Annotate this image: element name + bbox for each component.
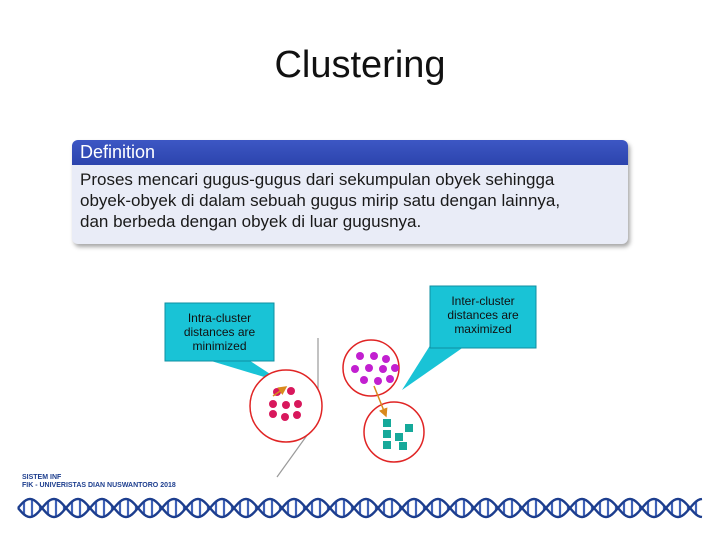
cluster-point (282, 401, 290, 409)
definition-line-3: dan berbeda dengan obyek di luar gugusny… (80, 212, 422, 231)
cluster-point (293, 411, 301, 419)
intra-callout (164, 302, 284, 383)
cluster-point (383, 441, 391, 449)
intra-callout-line: minimized (192, 339, 247, 353)
cluster-teal-circle (363, 401, 425, 463)
footer-institution: SISTEM INF FIK - UNIVERISTAS DIAN NUSWAN… (22, 474, 176, 490)
intra-callout-line: Intra-cluster (187, 311, 252, 325)
inter-callout-line: distances are (447, 308, 519, 322)
definition-body: Proses mencari gugus-gugus dari sekumpul… (72, 165, 628, 232)
cluster-point (399, 442, 407, 450)
cluster-point (281, 413, 289, 421)
definition-box: Definition Proses mencari gugus-gugus da… (72, 140, 628, 244)
cluster-point (287, 387, 295, 395)
inter-callout-line: maximized (454, 322, 512, 336)
cluster-point (269, 400, 277, 408)
cluster-point (351, 365, 359, 373)
inter-distance-arrow (373, 385, 388, 418)
dna-helix-banner (17, 497, 703, 519)
cluster-point (382, 355, 390, 363)
cluster-point (370, 352, 378, 360)
cluster-point (391, 364, 399, 372)
footer-line-1: SISTEM INF (22, 474, 62, 481)
cluster-point (379, 365, 387, 373)
cluster-teal (363, 401, 425, 463)
intra-callout-line: distances are (183, 325, 256, 339)
helix-strand (17, 497, 703, 519)
helix-strand (17, 497, 703, 519)
cluster-point (386, 375, 394, 383)
slide-title: Clustering (274, 44, 446, 86)
definition-line-2: obyek-obyek di dalam sebuah gugus mirip … (80, 191, 561, 210)
cluster-point (395, 433, 403, 441)
definition-line-1: Proses mencari gugus-gugus dari sekumpul… (80, 170, 555, 189)
cluster-point (365, 364, 373, 372)
cluster-point (360, 376, 368, 384)
cluster-point (383, 430, 391, 438)
cluster-point (356, 352, 364, 360)
cluster-magenta (342, 339, 400, 397)
cluster-point (405, 424, 413, 432)
cluster-red (249, 369, 323, 443)
inter-callout (402, 285, 537, 390)
definition-heading: Definition (72, 140, 628, 165)
intra-distance-arrow (272, 386, 288, 397)
inter-callout-text: Inter-cluster distances are maximized (430, 294, 536, 336)
intra-callout-text: Intra-cluster distances are minimized (165, 311, 274, 353)
footer-line-2: FIK - UNIVERISTAS DIAN NUSWANTORO 2018 (22, 482, 176, 489)
cluster-point (294, 400, 302, 408)
cluster-point (374, 377, 382, 385)
cluster-point (269, 410, 277, 418)
cluster-point (383, 419, 391, 427)
inter-callout-line: Inter-cluster (451, 294, 515, 308)
